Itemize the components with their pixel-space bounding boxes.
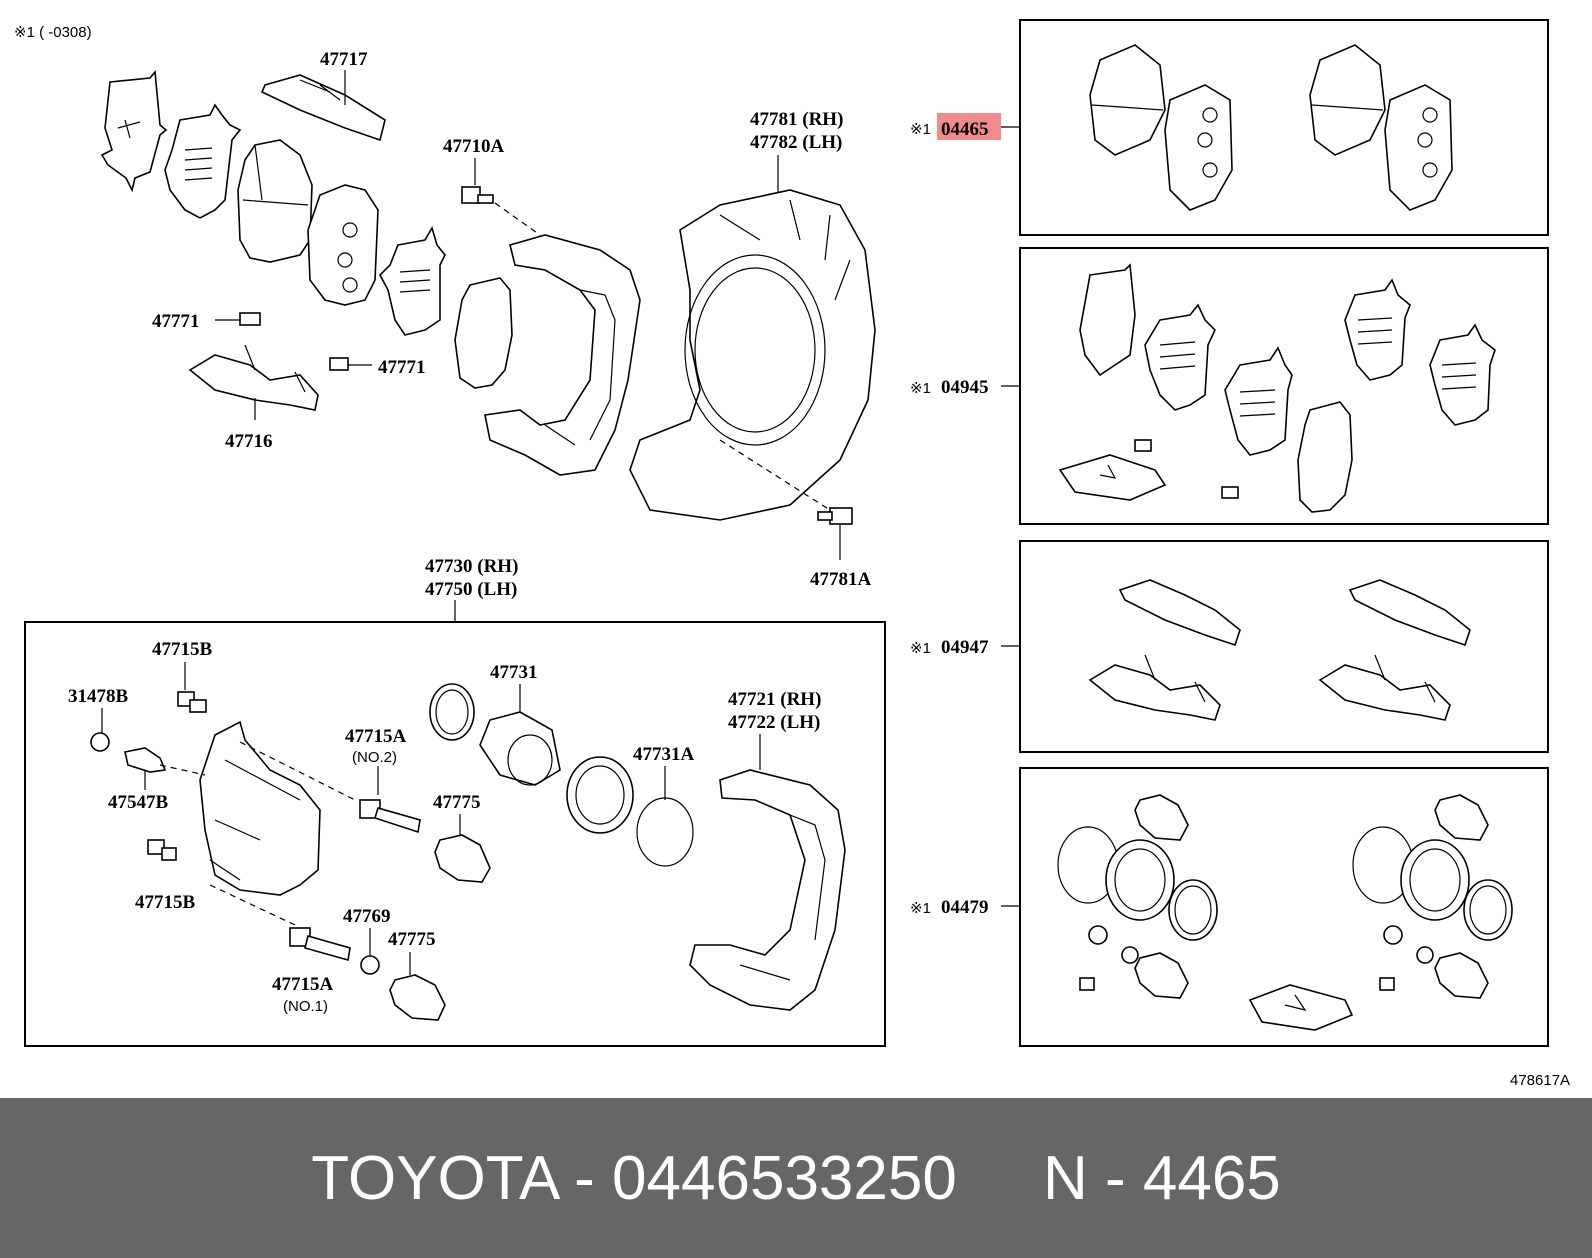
- date-range-note: ※1 ( -0308): [14, 24, 92, 41]
- kit-mark-04465: ※1: [910, 121, 931, 138]
- label-47750: 47750 (LH): [425, 579, 517, 600]
- label-47781: 47781 (RH): [750, 109, 843, 130]
- dust-shield-illustration: 47781 (RH) 47782 (LH): [629, 109, 876, 521]
- label-47716: 47716: [225, 431, 273, 452]
- label-47715B-top: 47715B: [152, 639, 213, 660]
- label-47717: 47717: [320, 49, 368, 70]
- kit-box-04947: [1019, 540, 1549, 753]
- label-47782: 47782 (LH): [750, 132, 842, 153]
- kit-mark-04947: ※1: [910, 640, 931, 657]
- kit-code-04945: 04945: [941, 377, 989, 398]
- caliper-assembly-box: [24, 621, 886, 1047]
- label-47710A: 47710A: [443, 136, 505, 157]
- caliper-assembly-contents: 47715B 31478B 47547B 47715B 47715A (NO.2…: [68, 639, 846, 1021]
- label-47769: 47769: [343, 906, 391, 927]
- pad-clip-illustration: 47771 47771: [152, 311, 426, 378]
- kit-box-04479: [1019, 767, 1549, 1047]
- label-47781A: 47781A: [810, 569, 872, 590]
- kit-mark-04945: ※1: [910, 380, 931, 397]
- diagram-code: 478617A: [1510, 1072, 1570, 1089]
- label-47731: 47731: [490, 662, 538, 683]
- label-47731A: 47731A: [633, 744, 695, 765]
- kit-mark-04479: ※1: [910, 900, 931, 917]
- label-47730: 47730 (RH): [425, 556, 518, 577]
- label-31478B: 31478B: [68, 686, 129, 707]
- label-47715A-bot: 47715A: [272, 974, 334, 995]
- label-47775-a: 47775: [433, 792, 481, 813]
- label-47547B: 47547B: [108, 792, 169, 813]
- pad-wear-indicator-illustration: 47717: [260, 49, 386, 142]
- bolt-47781A-illustration: 47781A: [810, 507, 872, 590]
- kit-04947-illustration: [1088, 579, 1471, 721]
- label-47721: 47721 (RH): [728, 689, 821, 710]
- label-47771-a: 47771: [152, 311, 200, 332]
- label-47722: 47722 (LH): [728, 712, 820, 733]
- pad-shim-outer-illustration: [100, 70, 168, 193]
- label-47715B-bot: 47715B: [135, 892, 196, 913]
- torque-plate-illustration: [484, 234, 641, 476]
- label-no1: (NO.1): [283, 998, 328, 1015]
- brake-pad-illustration: [237, 139, 313, 263]
- kit-code-04947: 04947: [941, 637, 989, 658]
- kit-code-04479: 04479: [941, 897, 989, 918]
- kit-04945-illustration: [1058, 263, 1496, 513]
- anti-squeal-shim-illustration: [164, 103, 242, 219]
- inner-shim-illustration: [379, 225, 446, 336]
- label-47771-b: 47771: [378, 357, 426, 378]
- part-number-footer: TOYOTA - 0446533250 N - 4465: [0, 1098, 1592, 1258]
- bolt-47710A-illustration: 47710A: [443, 136, 541, 236]
- pad-support-spring-illustration: 47716: [188, 344, 319, 452]
- highlight-04465: [937, 113, 1001, 140]
- brake-pad-inner-illustration: [307, 184, 379, 306]
- label-47715A-top: 47715A: [345, 726, 407, 747]
- kit-code-04465: 04465: [941, 119, 989, 140]
- label-no2: (NO.2): [352, 749, 397, 766]
- kit-04465-illustration: [1089, 44, 1453, 211]
- kit-04479-illustration: [1057, 794, 1513, 1031]
- footer-part-text: TOYOTA - 0446533250 N - 4465: [311, 1143, 1281, 1213]
- parts-diagram: ※1 ( -0308) 47717 47771 47771: [14, 19, 1570, 1089]
- label-47775-b: 47775: [388, 929, 436, 950]
- pad-support-plate-illustration: [454, 277, 513, 389]
